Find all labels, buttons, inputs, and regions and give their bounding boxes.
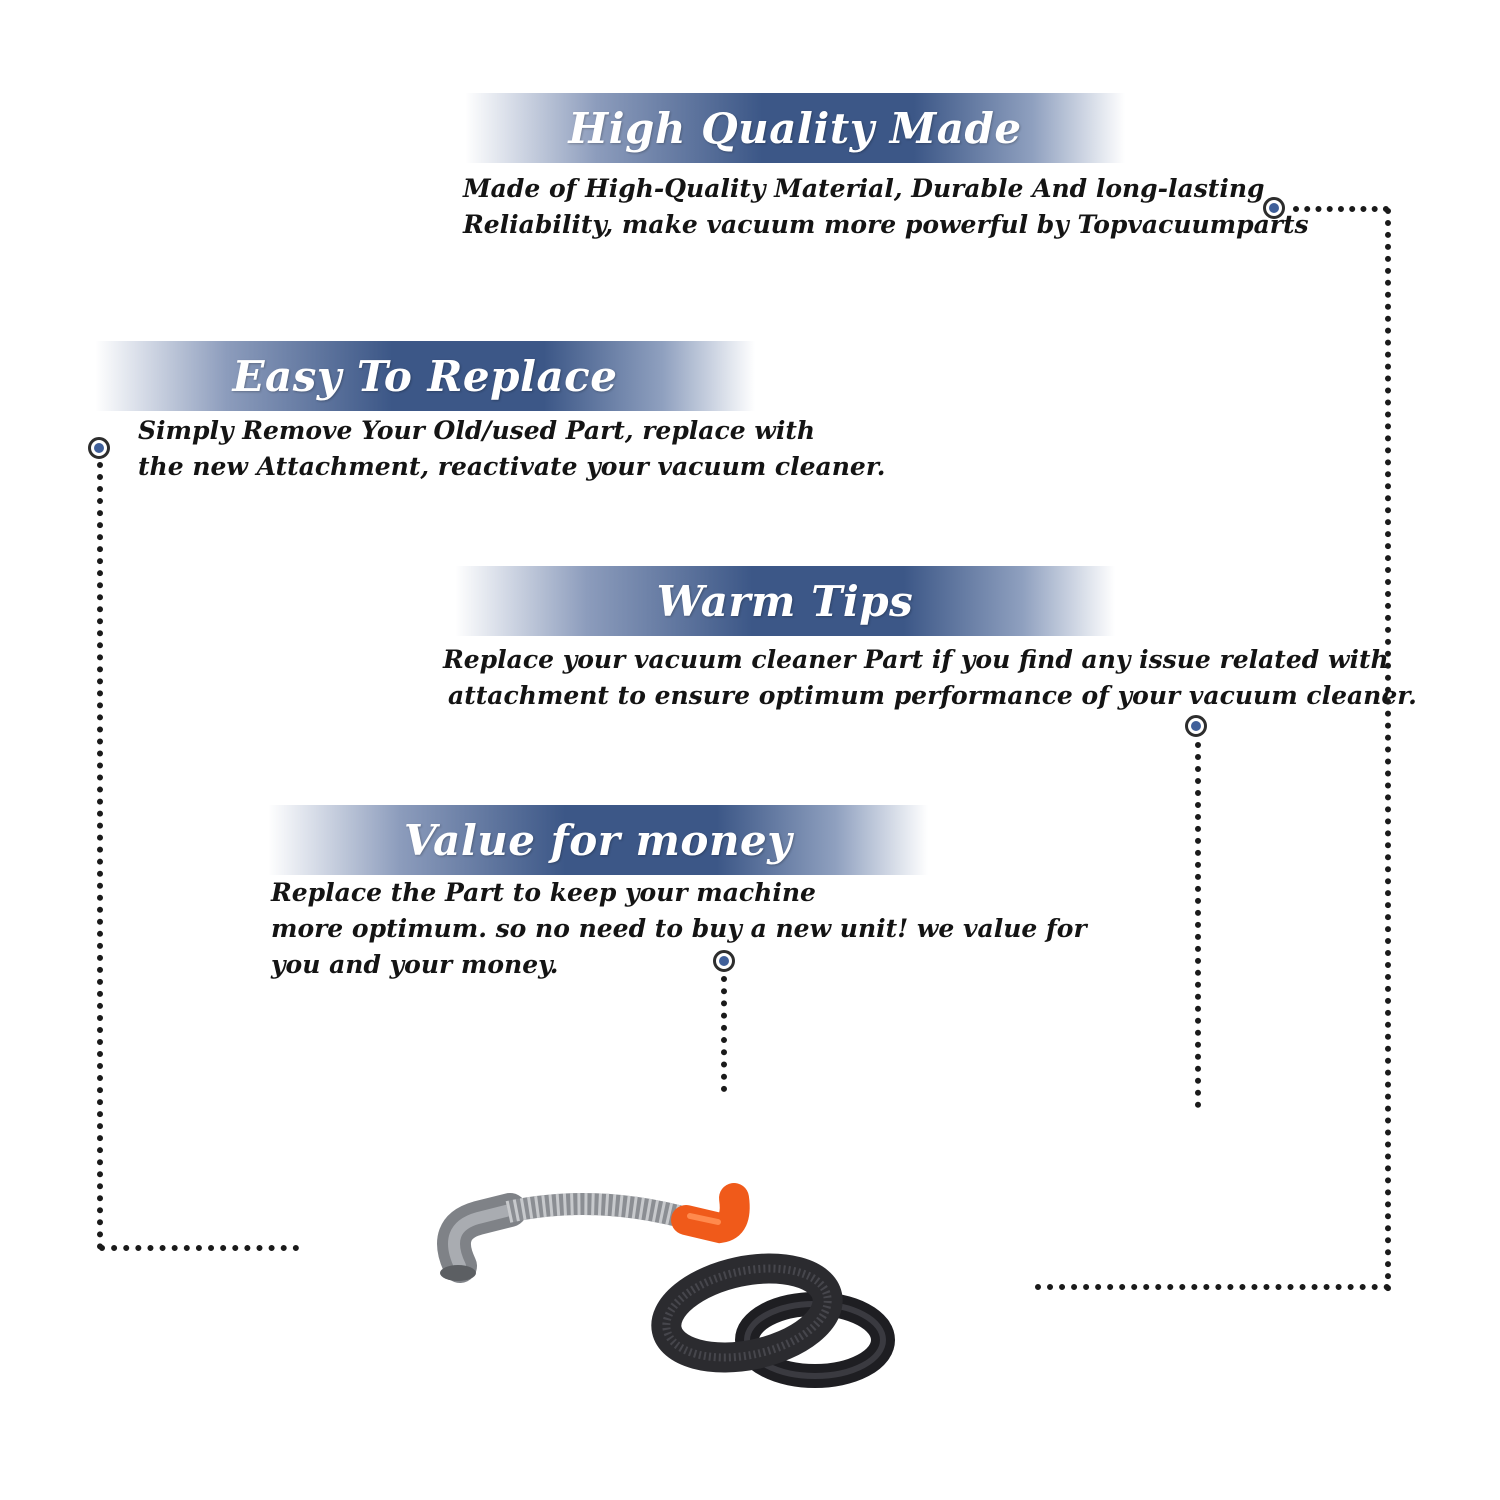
description-line: Reliability, make vacuum more powerful b… (463, 210, 1309, 239)
description-line: you and your money. (271, 950, 559, 979)
description-line: the new Attachment, reactivate your vacu… (138, 452, 886, 481)
banner-easy-replace: Easy To Replace (95, 341, 755, 411)
connector-line (1293, 206, 1389, 212)
description-line: Replace the Part to keep your machine (271, 878, 816, 907)
banner-value-money: Value for money (268, 805, 928, 875)
connector-line (97, 462, 103, 1250)
product-illustration (437, 1183, 895, 1388)
hose-icon (437, 1183, 750, 1283)
marker-dot-icon (713, 950, 735, 972)
marker-dot-icon (88, 437, 110, 459)
description-line: more optimum. so no need to buy a new un… (271, 914, 1087, 943)
section-title: High Quality Made (568, 103, 1022, 153)
connector-line (1195, 742, 1201, 1108)
connector-line (1035, 1284, 1390, 1290)
banner-high-quality: High Quality Made (465, 93, 1125, 163)
belt-icon (651, 1253, 895, 1388)
marker-dot-icon (1185, 715, 1207, 737)
section-description: Replace the Part to keep your machine mo… (271, 875, 1087, 983)
section-title: Easy To Replace (232, 351, 618, 401)
connector-line (1385, 208, 1391, 1292)
banner-warm-tips: Warm Tips (455, 566, 1115, 636)
marker-dot-icon (1263, 197, 1285, 219)
section-description: Replace your vacuum cleaner Part if you … (443, 642, 1417, 714)
section-title: Value for money (403, 815, 793, 865)
description-line: Made of High-Quality Material, Durable A… (463, 174, 1265, 203)
connector-line (99, 1245, 299, 1251)
description-line: attachment to ensure optimum performance… (448, 681, 1417, 710)
section-title: Warm Tips (656, 576, 914, 626)
section-description: Made of High-Quality Material, Durable A… (463, 171, 1309, 243)
connector-line (721, 976, 727, 1092)
description-line: Simply Remove Your Old/used Part, replac… (138, 416, 816, 445)
section-description: Simply Remove Your Old/used Part, replac… (138, 413, 885, 485)
description-line: Replace your vacuum cleaner Part if you … (443, 645, 1389, 674)
